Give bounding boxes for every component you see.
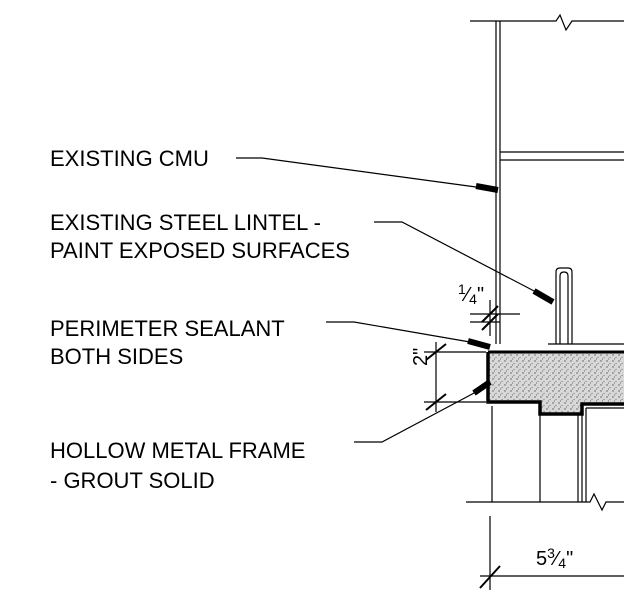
leader-sealant — [326, 321, 491, 350]
dimension-gap — [470, 300, 520, 336]
label-frame-line2: - GROUT SOLID — [50, 468, 215, 493]
width-denominator: 4 — [558, 555, 567, 571]
label-frame-line1: HOLLOW METAL FRAME — [50, 438, 306, 463]
width-numerator: 3 — [547, 545, 555, 561]
dimension-width-text: 53⁄4" — [536, 545, 574, 571]
leader-frame — [354, 379, 492, 443]
label-sealant-line2: BOTH SIDES — [50, 344, 184, 369]
dimension-gap-text: 1⁄4" — [458, 281, 485, 307]
dimension-depth-text: 2" — [410, 348, 433, 366]
gap-unit: " — [476, 284, 485, 306]
bottom-break-line — [466, 492, 624, 512]
leader-existing-cmu — [236, 157, 499, 193]
top-break-line — [470, 13, 624, 32]
width-whole: 5 — [536, 548, 548, 570]
grout-fill — [486, 350, 624, 416]
cmu-wall — [495, 21, 624, 344]
hollow-metal-frame — [491, 406, 624, 502]
depth-unit: " — [410, 347, 432, 355]
width-unit: " — [566, 548, 574, 570]
depth-value: 2 — [410, 354, 432, 366]
gap-denominator: 4 — [469, 291, 477, 307]
label-steel-lintel-line2: PAINT EXPOSED SURFACES — [50, 238, 350, 263]
label-existing-cmu: EXISTING CMU — [50, 146, 209, 171]
steel-lintel — [548, 267, 624, 345]
label-steel-lintel-line1: EXISTING STEEL LINTEL - — [50, 210, 321, 235]
dimension-width — [479, 516, 624, 590]
label-sealant-line1: PERIMETER SEALANT — [50, 316, 285, 341]
leader-steel-lintel — [374, 221, 555, 305]
gap-numerator: 1 — [458, 281, 466, 297]
dimension-depth — [424, 342, 486, 412]
